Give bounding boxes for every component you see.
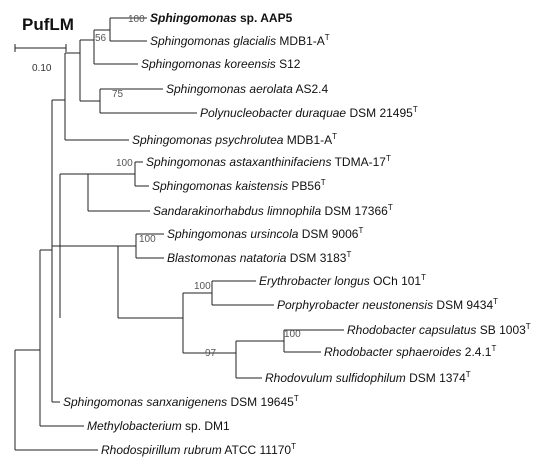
taxon-rhodospirillum-rubrum: Rhodospirillum rubrum ATCC 11170T [101, 442, 296, 457]
type-strain-mark: T [493, 297, 498, 306]
taxon-blastomonas-natatoria: Blastomonas natatoria DSM 3183T [167, 250, 351, 265]
taxon-name: Sphingomonas koreensis [141, 57, 276, 71]
taxon-name: Sandarakinorhabdus limnophila [153, 204, 321, 218]
bootstrap-rhodobacter-clade: 97 [205, 348, 217, 359]
taxon-sphingomonas-koreensis: Sphingomonas koreensis S12 [141, 57, 301, 71]
taxon-name: Sphingomonas astaxanthinifaciens [146, 155, 331, 169]
taxon-name: Methylobacterium [87, 419, 182, 433]
strain-designation: DSM 3183 [286, 251, 346, 265]
taxon-methylobacterium-sp-dm1: Methylobacterium sp. DM1 [87, 419, 230, 433]
type-strain-mark: T [346, 250, 351, 259]
taxon-polynucleobacter-duraquae: Polynucleobacter duraquae DSM 21495T [200, 105, 418, 120]
tree-branches [14, 17, 344, 451]
type-strain-mark: T [325, 33, 330, 42]
taxon-name: Sphingomonas glacialis [150, 34, 276, 48]
type-strain-mark: T [421, 273, 426, 282]
type-strain-mark: T [526, 322, 531, 331]
taxon-sphingomonas-sanxanigenens: Sphingomonas sanxanigenens DSM 19645T [63, 394, 299, 409]
taxon-sphingomonas-psychrolutea: Sphingomonas psychrolutea MDB1-AT [132, 132, 337, 147]
strain-designation: SB 1003 [476, 323, 526, 337]
bootstrap-capsulatus-sphaeroides: 100 [284, 329, 301, 340]
taxon-rhodovulum-sulfidophilum: Rhodovulum sulfidophilum DSM 1374T [265, 370, 471, 385]
bootstrap-longus-porphyro: 100 [194, 281, 211, 292]
taxon-rhodobacter-capsulatus: Rhodobacter capsulatus SB 1003T [347, 322, 531, 337]
type-strain-mark: T [466, 370, 471, 379]
strain-designation: MDB1-A [283, 133, 332, 147]
taxon-name: Polynucleobacter duraquae [200, 106, 346, 120]
taxon-sandarakinorhabdus-limnophila: Sandarakinorhabdus limnophila DSM 17366T [153, 203, 393, 218]
taxon-sphingomonas-kaistensis: Sphingomonas kaistensis PB56T [152, 178, 326, 193]
strain-designation: S12 [276, 57, 301, 71]
type-strain-mark: T [294, 394, 299, 403]
taxon-name: Rhodobacter capsulatus [347, 323, 476, 337]
bootstrap-astax-kaistensis: 100 [116, 158, 133, 169]
tree-title: PufLM [22, 15, 74, 34]
strain-designation: MDB1-A [276, 34, 325, 48]
taxon-sphingomonas-sp-aap5: Sphingomonas sp. AAP5 [150, 11, 293, 25]
taxon-name: Sphingomonas psychrolutea [132, 133, 284, 147]
type-strain-mark: T [291, 442, 296, 451]
taxon-name: Porphyrobacter neustonensis [277, 298, 433, 312]
strain-designation: DSM 21495 [346, 106, 413, 120]
type-strain-mark: T [386, 154, 391, 163]
strain-designation: TDMA-17 [331, 155, 386, 169]
strain-designation: OCh 101 [370, 274, 422, 288]
taxon-name: Sphingomonas [150, 11, 237, 25]
strain-designation: DSM 9434 [433, 298, 493, 312]
taxon-labels: Sphingomonas sp. AAP5 Sphingomonas glaci… [63, 11, 531, 457]
taxon-sphingomonas-aerolata: Sphingomonas aerolata AS2.4 [166, 82, 328, 96]
bootstrap-values: 100 56 75 100 100 100 100 97 [95, 14, 301, 359]
scale-bar-label: 0.10 [32, 63, 52, 74]
bootstrap-ursincola-natatoria: 100 [139, 234, 156, 245]
bootstrap-koreensis-clade: 56 [95, 33, 107, 44]
strain-designation: DSM 19645 [227, 395, 294, 409]
taxon-rhodobacter-sphaeroides: Rhodobacter sphaeroides 2.4.1T [324, 344, 496, 359]
strain-designation: sp. AAP5 [237, 11, 293, 25]
taxon-name: Sphingomonas sanxanigenens [63, 395, 227, 409]
taxon-name: Sphingomonas kaistensis [152, 179, 288, 193]
strain-designation: AS2.4 [293, 82, 329, 96]
type-strain-mark: T [491, 344, 496, 353]
scale-bar: 0.10 [14, 44, 67, 74]
strain-designation: sp. DM1 [182, 419, 230, 433]
strain-designation: DSM 1374 [406, 371, 466, 385]
type-strain-mark: T [332, 132, 337, 141]
taxon-name: Erythrobacter longus [259, 274, 370, 288]
strain-designation: DSM 9006 [298, 227, 358, 241]
taxon-name: Sphingomonas ursincola [167, 227, 299, 241]
taxon-sphingomonas-glacialis: Sphingomonas glacialis MDB1-AT [150, 33, 330, 48]
type-strain-mark: T [321, 178, 326, 187]
taxon-name: Rhodovulum sulfidophilum [265, 371, 406, 385]
type-strain-mark: T [413, 105, 418, 114]
taxon-sphingomonas-astaxanthinifaciens: Sphingomonas astaxanthinifaciens TDMA-17… [146, 154, 391, 169]
bootstrap-aap5-glacialis: 100 [128, 14, 145, 25]
taxon-name: Rhodospirillum rubrum [101, 443, 222, 457]
strain-designation: ATCC 11170 [222, 443, 292, 457]
taxon-sphingomonas-ursincola: Sphingomonas ursincola DSM 9006T [167, 226, 363, 241]
strain-designation: 2.4.1 [461, 345, 491, 359]
strain-designation: PB56 [288, 179, 321, 193]
taxon-name: Rhodobacter sphaeroides [324, 345, 461, 359]
type-strain-mark: T [388, 203, 393, 212]
taxon-porphyrobacter-neustonensis: Porphyrobacter neustonensis DSM 9434T [277, 297, 498, 312]
taxon-name: Blastomonas natatoria [167, 251, 287, 265]
taxon-erythrobacter-longus: Erythrobacter longus OCh 101T [259, 273, 426, 288]
strain-designation: DSM 17366 [321, 204, 388, 218]
type-strain-mark: T [358, 226, 363, 235]
taxon-name: Sphingomonas aerolata [166, 82, 293, 96]
bootstrap-aerolata-duraquae: 75 [112, 89, 124, 100]
